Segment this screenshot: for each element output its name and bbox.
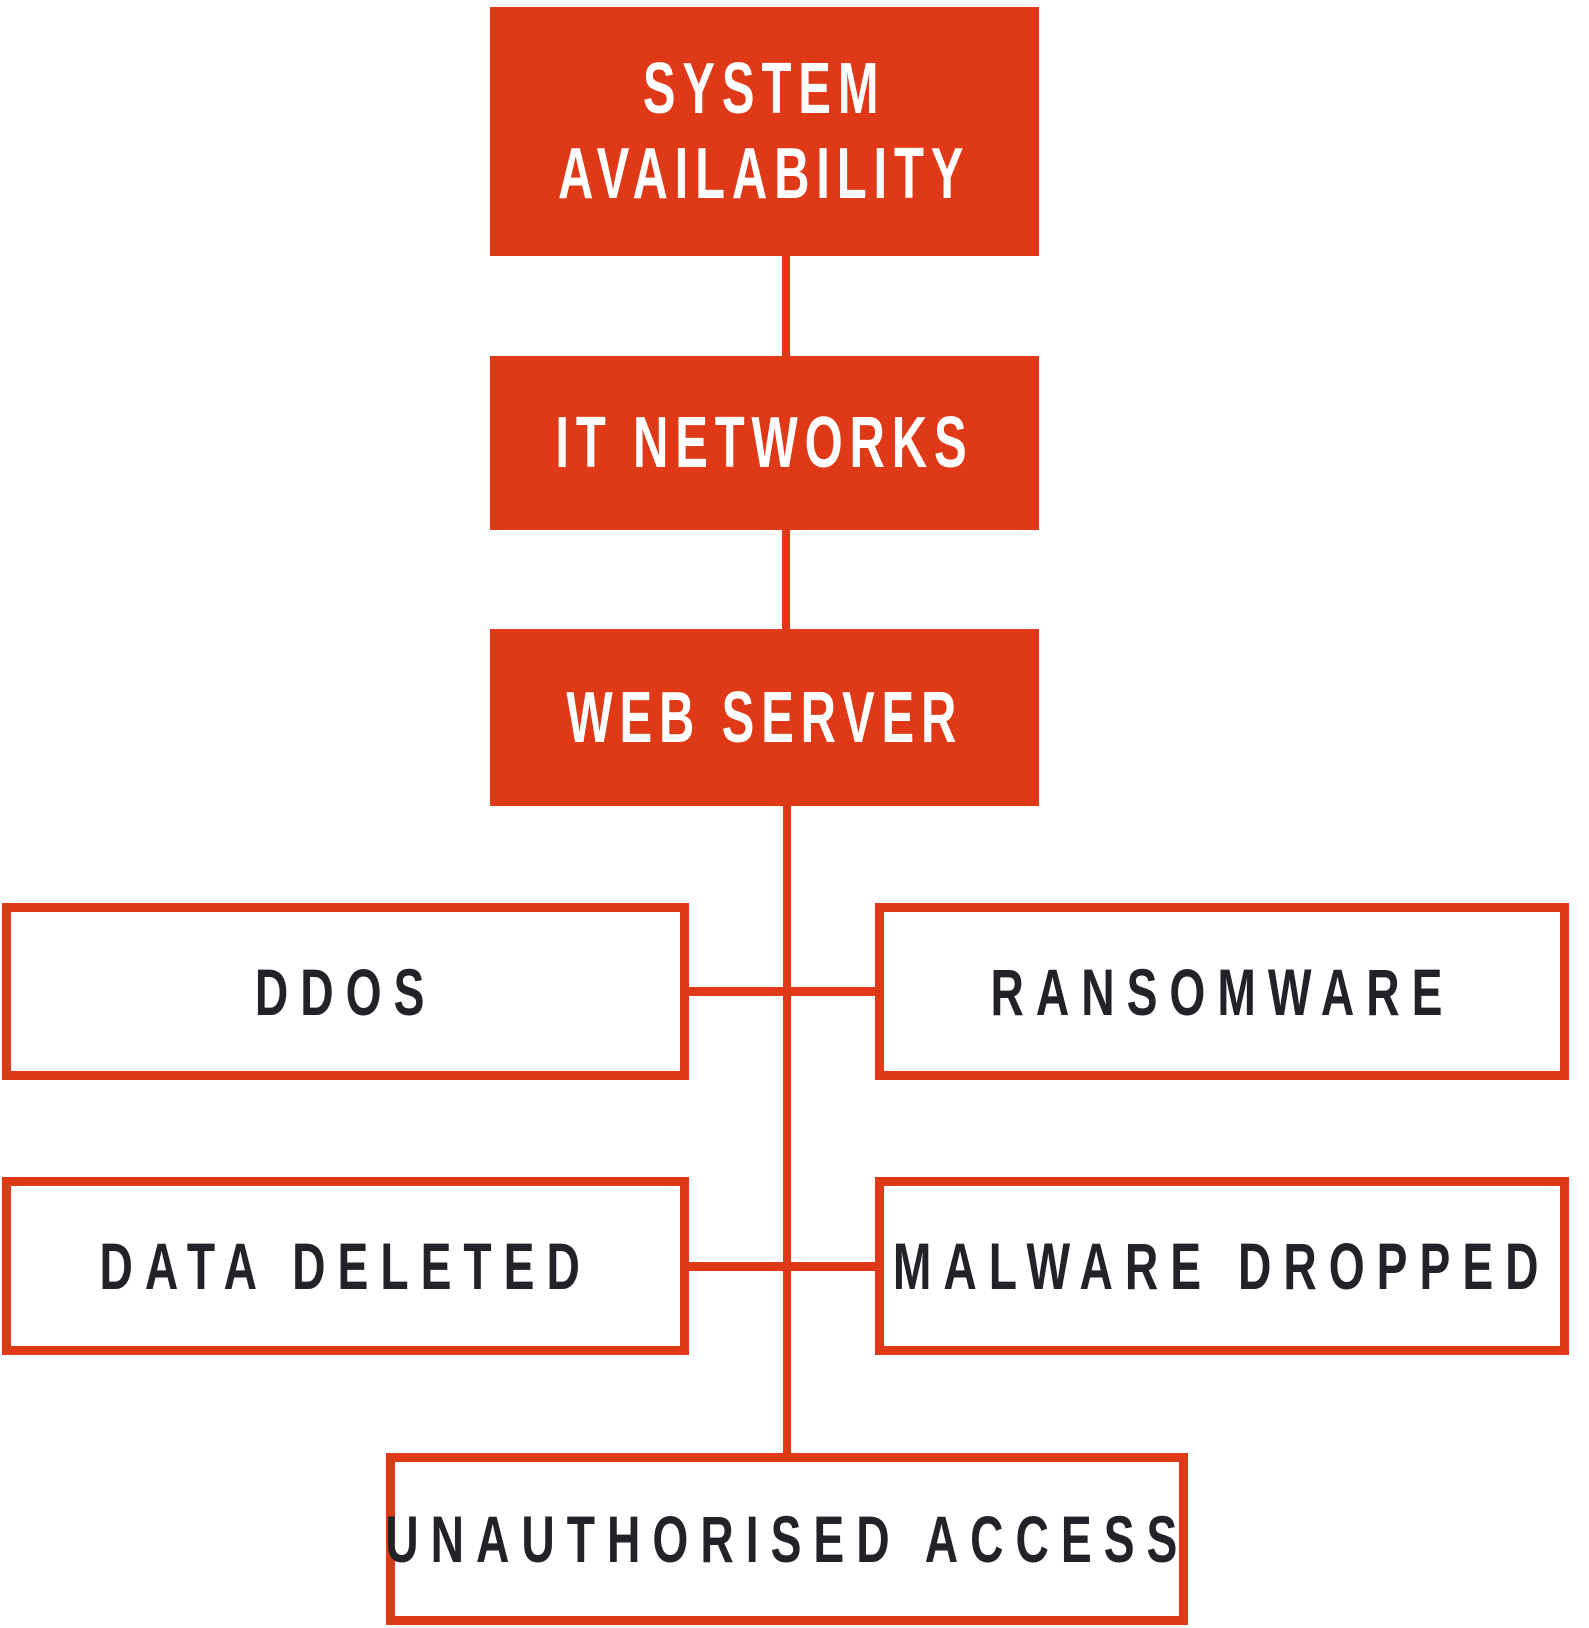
connector-system-to-networks xyxy=(782,252,790,360)
node-data-deleted: DATA DELETED xyxy=(2,1177,689,1355)
connector-networks-to-webserver xyxy=(782,526,790,633)
node-system-availability-label-line2: AVAILABILITY xyxy=(558,133,971,214)
node-data-deleted-label: DATA DELETED xyxy=(99,1229,592,1303)
connector-trunk-vertical xyxy=(783,800,791,1460)
node-unauthorised-access-label: UNAUTHORISED ACCESS xyxy=(384,1502,1190,1576)
connector-branch-row1 xyxy=(683,987,881,996)
node-unauthorised-access: UNAUTHORISED ACCESS xyxy=(384,1453,1190,1625)
node-ransomware-label: RANSOMWARE xyxy=(989,954,1455,1029)
node-web-server-label: WEB SERVER xyxy=(566,677,963,758)
node-it-networks: IT NETWORKS xyxy=(490,356,1039,530)
node-system-availability-label-line1: SYSTEM xyxy=(643,48,886,129)
node-web-server: WEB SERVER xyxy=(490,629,1039,806)
node-ddos: DDOS xyxy=(2,903,689,1080)
node-system-availability: SYSTEM AVAILABILITY xyxy=(490,7,1039,256)
node-it-networks-label: IT NETWORKS xyxy=(555,403,974,483)
connector-branch-row2 xyxy=(683,1262,881,1271)
node-malware-dropped: MALWARE DROPPED xyxy=(875,1177,1569,1355)
node-ddos-label: DDOS xyxy=(254,954,437,1029)
node-ransomware: RANSOMWARE xyxy=(875,903,1569,1080)
node-malware-dropped-label: MALWARE DROPPED xyxy=(893,1229,1551,1303)
node-system-availability-label: SYSTEM AVAILABILITY xyxy=(558,47,970,217)
